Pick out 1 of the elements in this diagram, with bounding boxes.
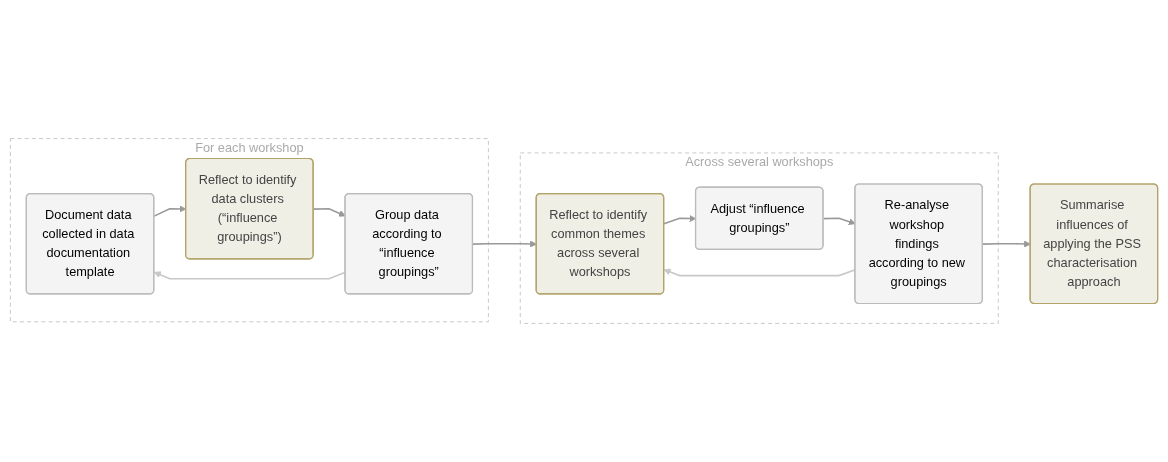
arrow bbox=[472, 240, 537, 248]
